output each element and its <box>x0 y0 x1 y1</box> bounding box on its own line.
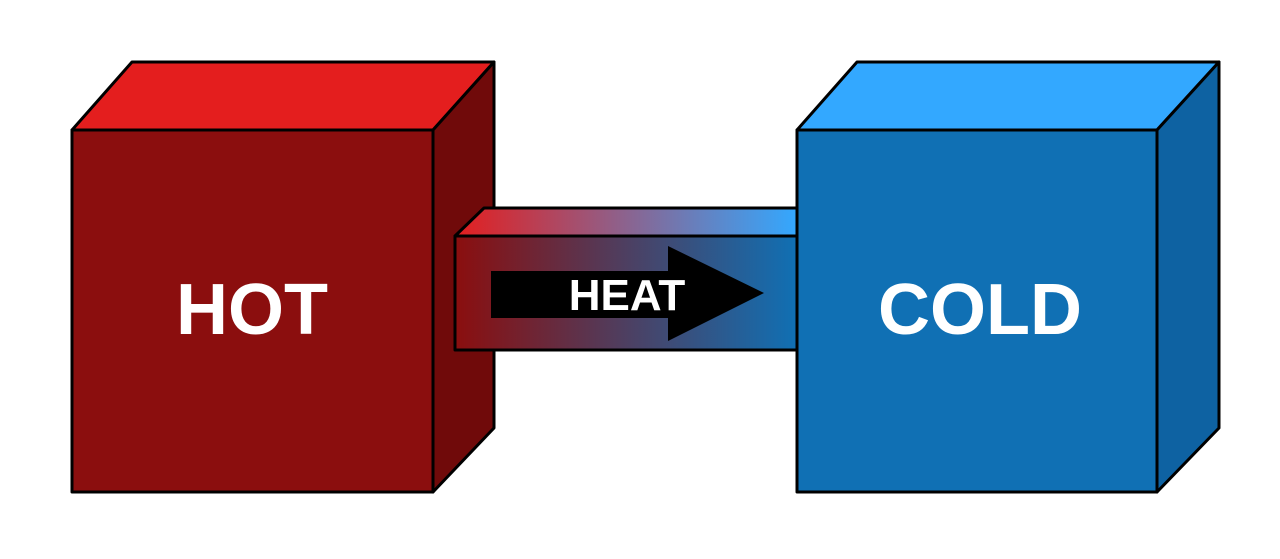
heat-arrow-label: HEAT <box>569 271 686 320</box>
connector-top-face <box>453 206 799 238</box>
hot-box: HOT <box>70 60 496 494</box>
hot-label: HOT <box>176 270 328 350</box>
cold-box-top-face <box>795 60 1221 132</box>
cold-box-side-face <box>1155 60 1221 494</box>
hot-box-front-face <box>70 128 435 494</box>
cold-label: COLD <box>878 270 1082 350</box>
heat-connector: HEAT <box>453 206 799 352</box>
cold-box-front-face <box>795 128 1159 494</box>
cold-box: COLD <box>795 60 1221 494</box>
hot-box-top-face <box>70 60 496 132</box>
heat-arrow <box>491 246 764 341</box>
